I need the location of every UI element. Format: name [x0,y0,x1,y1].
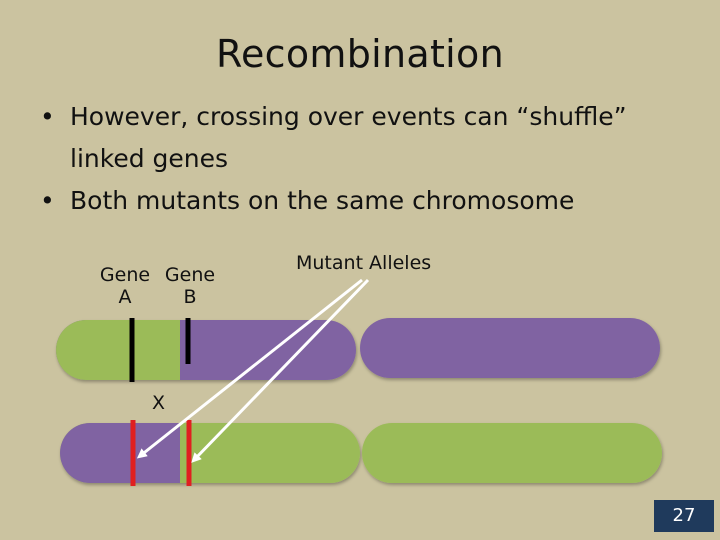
gene-b-label-line2: B [183,286,197,308]
bottom-chromosome [60,423,662,483]
gene-a-label-line1: Gene [99,264,151,286]
bullet-text-1: However, crossing over events can “shuff… [70,102,627,173]
gene-a-label: Gene A [96,264,154,308]
mutant-alleles-label: Mutant Alleles [296,252,432,274]
slide-title: Recombination [216,32,504,76]
bullet-item-2: • Both mutants on the same chromosome [30,180,690,222]
gene-b-label: Gene B [160,264,220,308]
bullet-item-1: • However, crossing over events can “shu… [30,96,690,180]
gene-b-label-line1: Gene [164,264,216,286]
slide-number-badge: 27 [654,500,714,532]
bullet-list: • However, crossing over events can “shu… [30,96,690,222]
arrow-to-mutant-b [191,278,370,463]
gene-a-label-line2: A [118,286,132,308]
top-chromosome [56,318,660,380]
bullet-dot: • [40,186,55,215]
arrow-to-mutant-a [136,278,363,459]
bottom-chromatid-left-purple-segment [60,423,180,483]
bottom-chromatid-right [362,423,662,483]
bullet-dot: • [40,102,55,131]
top-chromatid-right [360,318,660,378]
bullet-text-2: Both mutants on the same chromosome [70,186,575,215]
crossover-label: X [152,392,166,414]
top-chromatid-left-green-segment [56,320,180,380]
